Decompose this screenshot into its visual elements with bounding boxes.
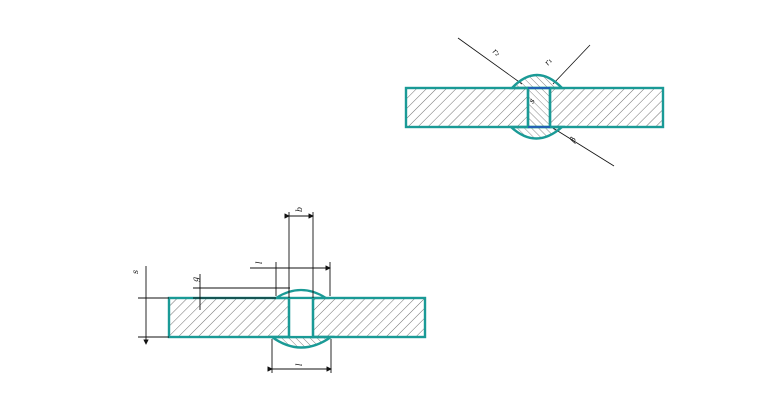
bottom-weld-reinforcement bbox=[507, 125, 566, 140]
beta-leader-line bbox=[552, 127, 615, 167]
label-beta: β bbox=[567, 135, 578, 145]
top-weld-section: r₂ r₁ s β bbox=[404, 37, 665, 167]
label-s-top: s bbox=[527, 97, 537, 105]
bottom-joint-top-bead bbox=[272, 288, 330, 300]
label-r1: r₁ bbox=[543, 56, 554, 67]
r1-leader-line bbox=[552, 44, 591, 85]
top-left-plate bbox=[404, 86, 530, 129]
top-right-plate bbox=[548, 86, 665, 129]
label-b: b bbox=[295, 207, 304, 212]
bottom-joint-gap bbox=[287, 296, 315, 339]
bottom-right-plate bbox=[311, 296, 427, 339]
r2-leader-line bbox=[457, 37, 523, 85]
label-g: g bbox=[191, 277, 200, 282]
label-s-bottom: s bbox=[131, 270, 140, 274]
weld-body bbox=[526, 86, 552, 129]
top-weld-reinforcement bbox=[509, 73, 565, 90]
label-l-bottom: l bbox=[295, 363, 304, 366]
label-r2: r₂ bbox=[491, 47, 502, 58]
bottom-joint-root-bead bbox=[268, 335, 335, 349]
label-l-top: l bbox=[255, 261, 264, 264]
bottom-joint-section: b l g s l bbox=[131, 207, 427, 373]
bottom-left-plate bbox=[167, 296, 291, 339]
